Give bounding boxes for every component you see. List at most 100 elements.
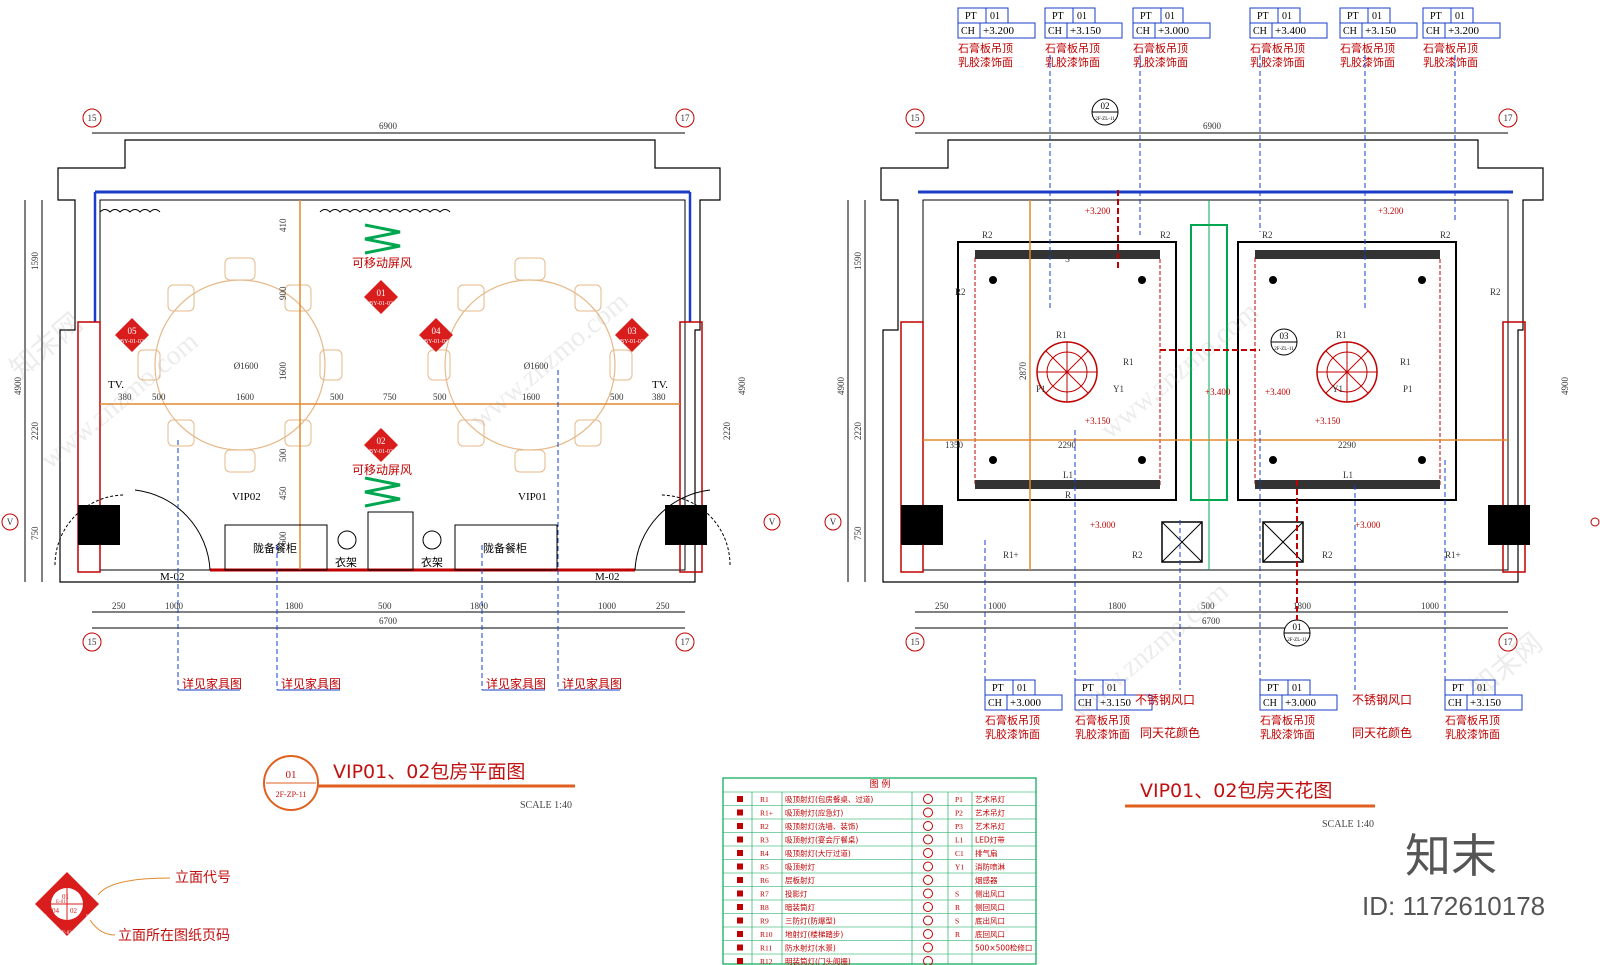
bottom-total-dim: 6700: [379, 616, 398, 626]
tag-material-1: 石膏板吊顶: [1445, 713, 1500, 727]
ceiling-callout-01: 01 2F-ZL-11: [1283, 619, 1311, 647]
vent-note-1a: 不锈钢风口: [1135, 693, 1195, 707]
ceiling-callout-03: 03 2F-ZL-11: [1270, 328, 1298, 356]
tag-ch: CH: [1263, 698, 1277, 709]
vent-note-2a: 不锈钢风口: [1352, 693, 1412, 707]
legend-left-desc: 吸顶射灯(应急灯): [785, 808, 843, 818]
v-dim-2: 900: [278, 286, 288, 300]
light-y1-1: Y1: [1113, 384, 1124, 394]
svg-text:03: 03: [1280, 331, 1290, 341]
light-r2-5: R2: [955, 287, 966, 297]
legend-left-code: R5: [760, 863, 769, 872]
c-bottom-total: 6700: [1202, 616, 1221, 626]
left-dim-1: 1590: [30, 252, 40, 271]
light-r2-6: R2: [1490, 287, 1501, 297]
tag-material-2: 乳胶漆饰面: [985, 727, 1040, 741]
plan-scale: SCALE 1:40: [520, 800, 572, 811]
grid-bubble-17: 17: [681, 113, 691, 123]
legend-right-desc: 侧出风口: [975, 889, 1005, 899]
ceiling-title-block: VIP01、02包房天花图 SCALE 1:40: [1125, 780, 1375, 830]
legend-left-desc: 层板射灯: [785, 875, 815, 885]
furniture-note-4: 详见家具图: [562, 676, 622, 691]
mid-dim-6: 500: [433, 392, 447, 402]
key-n1: 01: [62, 893, 70, 901]
c-left-dim-4: 750: [853, 526, 863, 540]
tag-code: 01: [1292, 683, 1302, 694]
legend-right-desc: 烟感器: [975, 875, 998, 885]
svg-text:02: 02: [377, 436, 386, 446]
tag-height: +3.150: [1470, 697, 1501, 709]
tag-pt: PT: [1140, 11, 1152, 22]
tag-material-1: 石膏板吊顶: [1075, 713, 1130, 727]
watermark-cn-1: 知末网: [3, 306, 89, 385]
tag-material-2: 乳胶漆饰面: [1340, 55, 1395, 69]
elev-mark-02: 02 BY-01-02: [364, 428, 398, 462]
c-bottom-dim-3: 1800: [1108, 601, 1127, 611]
c-dim-2290-2: 2290: [1338, 440, 1357, 450]
tag-ch: CH: [1078, 698, 1092, 709]
c-dim-2870: 2870: [1018, 362, 1028, 381]
light-r2-2: R2: [1160, 230, 1171, 240]
tag-ch: CH: [1343, 26, 1357, 37]
level-2: +3.200: [1378, 206, 1404, 216]
legend-left-code: R11: [760, 944, 772, 953]
level-6: +3.000: [1355, 520, 1381, 530]
tag-pt: PT: [1257, 11, 1269, 22]
vent-r-1: R: [1065, 490, 1071, 500]
tag-ch: CH: [1448, 698, 1462, 709]
legend-right-desc: 艺术吊灯: [975, 794, 1005, 804]
tag-height: +3.400: [1275, 25, 1306, 37]
c-left-dim-2: 4900: [836, 377, 846, 396]
tv-label-right: TV.: [652, 379, 668, 391]
mid-dim-4: 500: [330, 392, 344, 402]
watermark-3: www.znzmo.com: [1095, 296, 1265, 446]
tag-height: +3.200: [983, 25, 1014, 37]
grid-bubble-v-left: V: [7, 517, 14, 527]
floor-plan: 6900 15 17 15 17 V V: [1, 108, 781, 811]
legend-right-code: R: [955, 903, 960, 912]
legend-right-code: P3: [955, 822, 963, 831]
light-r1-3: R1: [1336, 330, 1347, 340]
c-bottom-dim-6: 1000: [1421, 601, 1440, 611]
c-dim-2290-1: 2290: [1058, 440, 1077, 450]
legend-left-code: R6: [760, 876, 769, 885]
svg-text:05: 05: [128, 326, 138, 336]
legend-right-desc: 艺术吊灯: [975, 821, 1005, 831]
tag-pt: PT: [1267, 683, 1279, 694]
tag-material-2: 乳胶漆饰面: [1075, 727, 1130, 741]
legend-left-code: R1+: [760, 809, 773, 818]
legend-right-desc: 500×500检修口: [975, 943, 1032, 953]
left-dim-2: 4900: [13, 377, 23, 396]
v-dim-6: 600: [278, 531, 288, 545]
svg-text:2F-ZL-11: 2F-ZL-11: [1287, 638, 1307, 643]
tag-ch: CH: [1426, 26, 1440, 37]
mid-dim-8: 500: [610, 392, 624, 402]
tag-material-2: 乳胶漆饰面: [1445, 727, 1500, 741]
light-p1-2: P1: [1403, 384, 1413, 394]
svg-text:01: 01: [377, 288, 386, 298]
plan-title: VIP01、02包房平面图: [333, 761, 525, 783]
tag-material-2: 乳胶漆饰面: [1250, 55, 1305, 69]
tag-material-1: 石膏板吊顶: [1250, 41, 1305, 55]
legend-left-code: R7: [760, 890, 769, 899]
light-r2-4: R2: [1440, 230, 1451, 240]
tag-material-1: 石膏板吊顶: [1133, 41, 1188, 55]
legend-left-desc: 吸顶射灯(宴会厅餐桌): [785, 835, 858, 845]
tag-code: 01: [1077, 11, 1087, 22]
legend-right-code: S: [955, 917, 959, 926]
v-dim-1: 410: [278, 218, 288, 232]
key-n2: 02: [70, 907, 78, 915]
legend-left-desc: 明装筒灯(门头阁栅): [785, 956, 851, 965]
c-grid-15-bottom: 15: [911, 637, 921, 647]
tag-height: +3.200: [1448, 25, 1479, 37]
left-dim-3: 2220: [30, 422, 40, 441]
legend-right-code: Y1: [955, 863, 964, 872]
key-e4: E-04: [37, 915, 47, 920]
ceiling-callout-02: 02 2F-ZL-11: [1091, 98, 1119, 126]
coat-rack-left: 衣架: [335, 555, 357, 569]
mid-dim-7: 1600: [522, 392, 541, 402]
sideboard-left: 陇备餐柜: [253, 541, 297, 555]
c-grid-v-left: V: [830, 517, 837, 527]
